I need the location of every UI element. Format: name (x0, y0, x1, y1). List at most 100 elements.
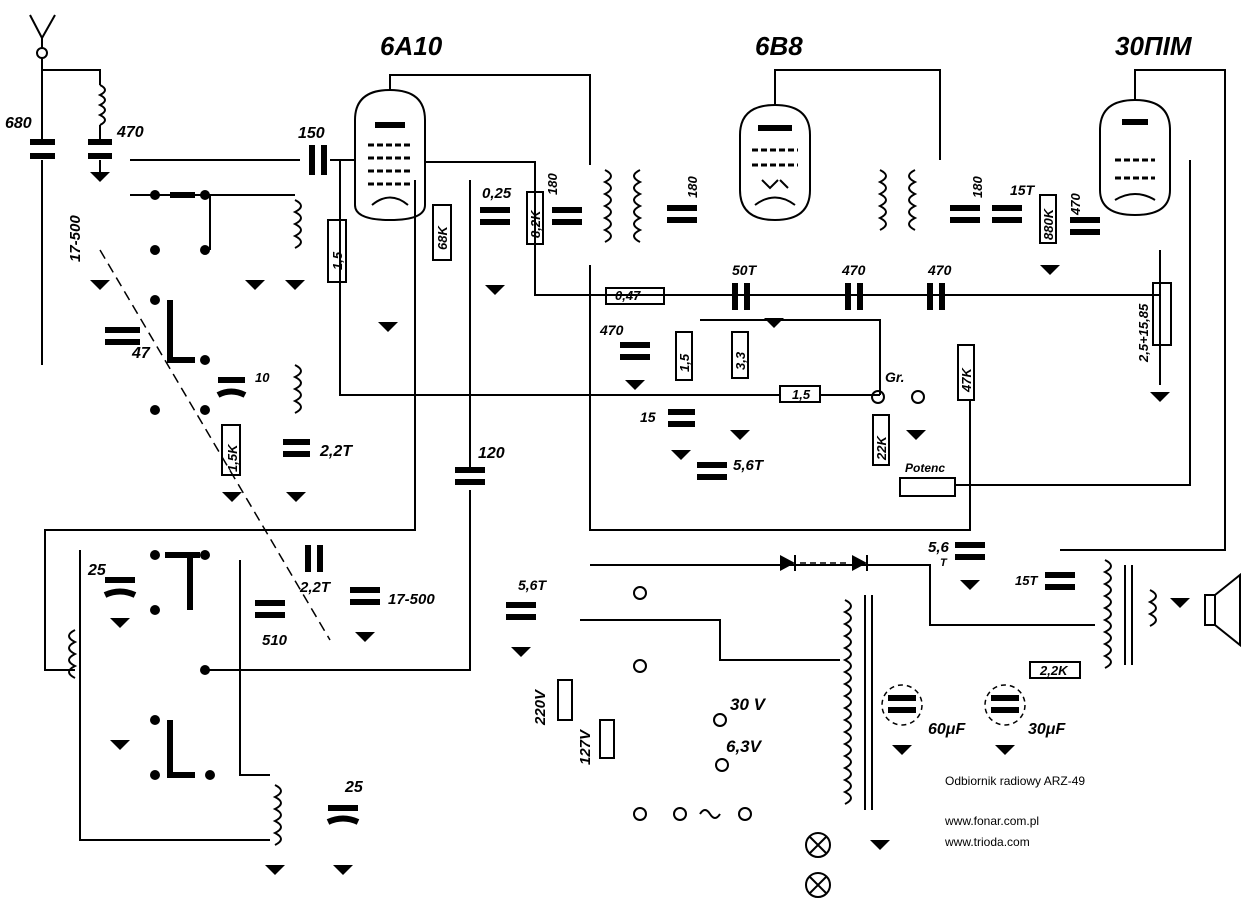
label-potenc: Potenc (905, 461, 945, 475)
label-c47: 47 (131, 345, 151, 362)
ground-symbols (90, 265, 1190, 875)
label-c470a: 470 (116, 124, 144, 141)
source-url-2: www.trioda.com (944, 835, 1030, 849)
resistor-68k (432, 204, 452, 261)
coil-2 (292, 364, 302, 414)
label-c56tc: 5,6 (928, 539, 950, 556)
gang-link (99, 249, 331, 641)
label-c25a: 25 (87, 562, 107, 579)
capacitor-470e (620, 342, 650, 390)
label-r47k: 47K (959, 367, 974, 393)
resistor-1-5b (675, 331, 693, 381)
resistor-2-2k (1029, 661, 1081, 679)
capacitor-15tb (1045, 572, 1075, 590)
tube-6a10 (354, 88, 426, 222)
mains-terminals (633, 390, 925, 821)
rectifier-diodes (780, 555, 868, 571)
label-c15b: 15 (640, 409, 656, 425)
label-c180c: 180 (970, 176, 985, 198)
label-pot: 2,5+15,85 (1136, 303, 1151, 363)
band-switch (150, 190, 215, 780)
lamp-2-icon (805, 872, 831, 898)
coil-8 (272, 784, 282, 846)
label-r22k: 22K (874, 435, 889, 461)
resistor-22k (872, 414, 890, 466)
label-c22t: 2,2T (319, 443, 353, 460)
capacitor-180b (667, 205, 697, 223)
capacitor-25b (326, 805, 360, 875)
resistor-127v (599, 719, 615, 759)
capacitor-470c (927, 283, 945, 310)
coil-1 (292, 199, 302, 249)
label-c30uf: 30μF (1028, 721, 1066, 738)
capacitor-25a (103, 577, 137, 628)
capacitor-15b (668, 409, 695, 460)
capacitor-15t (992, 205, 1022, 223)
label-c180b: 180 (685, 176, 700, 198)
label-c120: 120 (478, 445, 505, 462)
capacitor-50t (732, 283, 750, 310)
resistor-880k (1039, 194, 1057, 244)
label-c150: 150 (298, 125, 325, 142)
label-r15b: 1,5 (677, 353, 692, 372)
label-gr: Gr. (885, 369, 904, 385)
antenna-icon (29, 14, 101, 85)
resistor-3-3 (731, 331, 749, 379)
label-r33: 3,3 (733, 351, 748, 370)
capacitor-56t (697, 462, 727, 480)
label-v127: 127V (577, 728, 594, 765)
speaker-icon (1204, 572, 1241, 648)
label-c180a: 180 (545, 173, 560, 195)
label-c470c: 470 (927, 262, 952, 278)
capacitor-47 (105, 327, 140, 345)
label-c510: 510 (262, 632, 288, 649)
tube-label-30p1m: 30ПIМ (1115, 31, 1193, 61)
resistor-1-5c (779, 385, 821, 403)
capacitor-470b (845, 283, 863, 310)
label-c60uf: 60μF (928, 721, 966, 738)
label-c56tc-t: T (940, 557, 948, 569)
capacitor-60uf (881, 684, 923, 755)
potentiometer (899, 477, 956, 497)
capacitor-56tc (955, 542, 985, 590)
label-r047: 0,47 (615, 288, 641, 303)
label-r68k: 68K (435, 225, 450, 250)
power-transformer (842, 595, 873, 810)
capacitor-30uf (984, 684, 1026, 755)
tube-6b8 (739, 103, 811, 222)
capacitor-180c (950, 205, 980, 223)
resistor-220v (557, 679, 573, 721)
label-c470e: 470 (599, 322, 624, 338)
label-c17500a: 17-500 (67, 215, 84, 262)
label-v63: 6,3V (726, 737, 763, 756)
antenna-coil (97, 84, 106, 126)
label-c50t: 50T (732, 262, 758, 278)
tube-label-6b8: 6B8 (755, 31, 803, 61)
label-r15c: 1,5 (792, 387, 811, 402)
capacitor-150 (309, 145, 327, 175)
label-r22kb: 2,2K (1039, 663, 1069, 678)
resistor-1-5k (221, 424, 241, 476)
capacitor-10 (216, 377, 247, 398)
label-c17500b: 17-500 (388, 591, 435, 608)
label-c56tb: 5,6T (518, 577, 547, 593)
label-c470d: 470 (1068, 193, 1083, 216)
resistor-8-2k (526, 191, 544, 245)
label-c470b: 470 (841, 262, 866, 278)
label-c025: 0,25 (482, 185, 512, 202)
label-c22tb: 2,2T (299, 579, 332, 596)
label-r15a: 1,5 (330, 251, 345, 270)
capacitor-22t (283, 439, 310, 502)
label-c680: 680 (5, 115, 32, 132)
tube-30p1m (1099, 98, 1171, 217)
coil-7 (68, 629, 78, 679)
resistor-0-47 (605, 287, 665, 305)
label-c10: 10 (255, 370, 270, 385)
resistor-1-5a (327, 219, 347, 283)
label-v30: 30 V (730, 695, 767, 714)
label-r82k: 8,2K (528, 209, 543, 238)
coil-3 (602, 169, 612, 243)
capacitor-510 (255, 600, 285, 618)
tube-label-6a10: 6A10 (380, 31, 443, 61)
capacitor-22tb (305, 545, 323, 572)
